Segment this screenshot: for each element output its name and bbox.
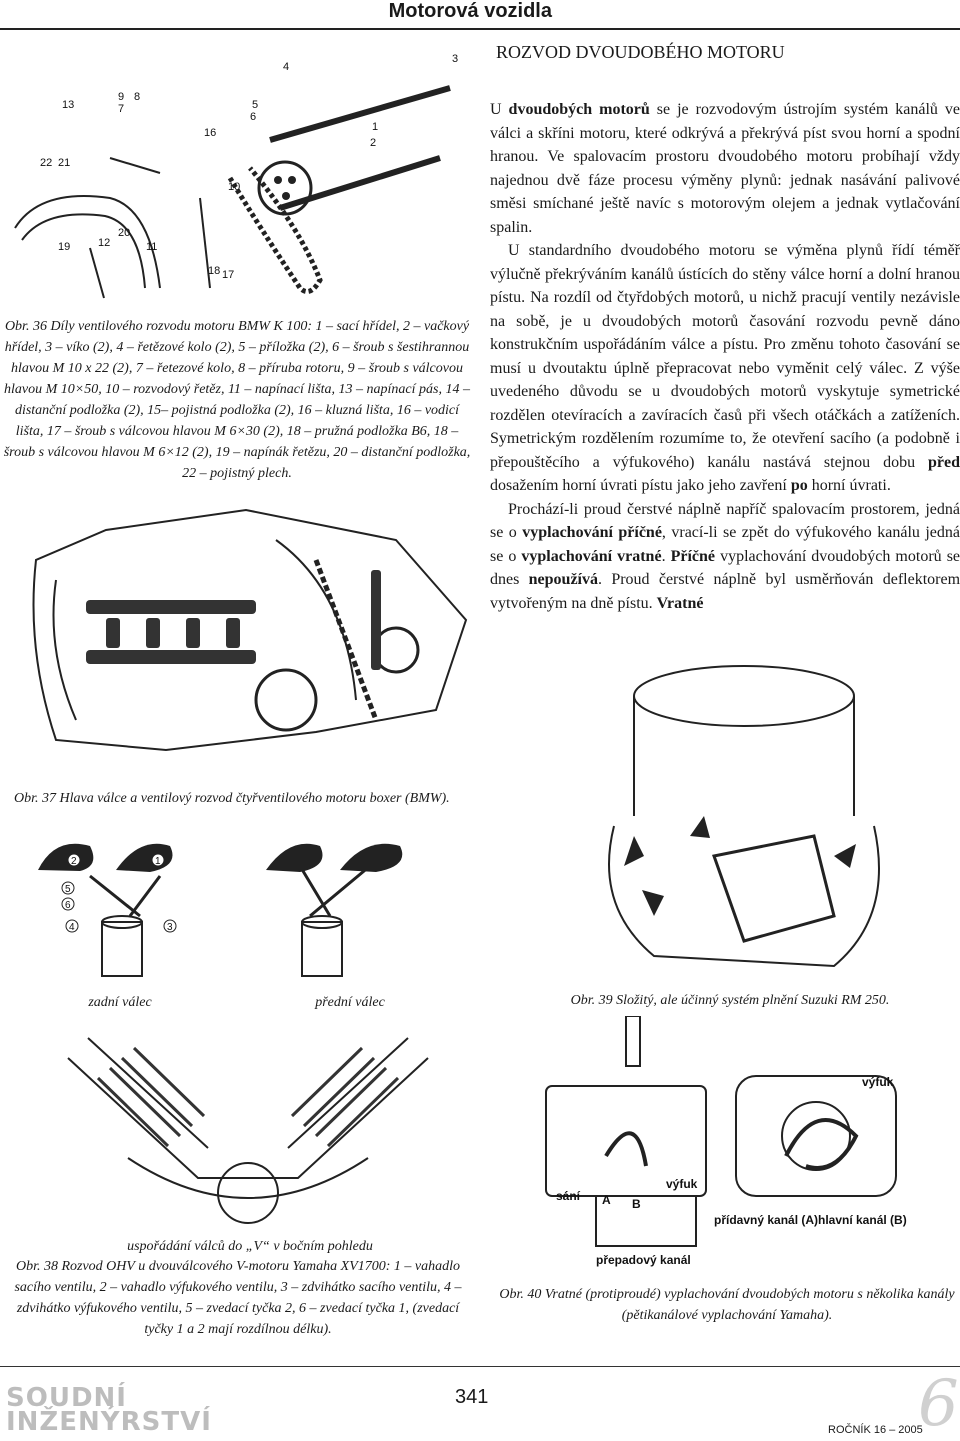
fig36-label: 7: [118, 103, 124, 115]
fig40-drawing: výfuk výfuk sání A B přídavný kanál (A) …: [545, 1016, 907, 1267]
fig40-label-hlavni: hlavní kanál (B): [818, 1213, 907, 1227]
issue-number: 6: [918, 1367, 959, 1441]
fig38-sub-right: přední válec: [315, 995, 385, 1010]
paragraph-1: U dvoudobých motorů se je rozvodovým úst…: [490, 101, 960, 236]
fig38-caption: Obr. 38 Rozvod OHV u dvouválcového V-mot…: [14, 1259, 462, 1337]
fig36-label: 6: [250, 111, 256, 123]
fig36-label: 9: [118, 91, 124, 103]
header-rule: [0, 28, 960, 30]
fig40-label-b: B: [632, 1197, 641, 1211]
article-body: U dvoudobých motorů se je rozvodovým úst…: [490, 98, 960, 615]
fig40-caption: Obr. 40 Vratné (protiproudé) vyplachován…: [499, 1287, 955, 1323]
fig38-sub-bottom: uspořádání válců do „V“ v bočním pohledu: [127, 1239, 373, 1254]
journal-logo: SOUDNÍ INŽENÝRSTVÍ: [6, 1383, 212, 1437]
fig36-label: 5: [252, 99, 258, 111]
fig38-marker: 4: [69, 922, 75, 933]
fig36-label: 21: [58, 157, 70, 169]
fig36-label: 12: [98, 237, 110, 249]
fig36-drawing: 4 13 9 8 7 5 6 16 3 1 2 10 22 21 12 20 1…: [14, 53, 458, 299]
fig39-drawing: [608, 665, 880, 968]
fig36-label: 3: [452, 53, 458, 65]
fig40-label-sani: sání: [556, 1189, 581, 1203]
fig36-label: 8: [134, 91, 140, 103]
fig40-label-a: A: [602, 1193, 611, 1207]
fig36-label: 16: [204, 127, 216, 139]
fig36-caption: Obr. 36 Díly ventilového rozvodu motoru …: [3, 319, 471, 481]
fig36-label: 1: [372, 121, 378, 133]
fig37-caption: Obr. 37 Hlava válce a ventilový rozvod č…: [14, 791, 450, 806]
fig40-label-vyfuk2: výfuk: [666, 1177, 698, 1191]
fig38-marker: 1: [155, 856, 161, 867]
fig38-marker: 5: [65, 884, 71, 895]
fig37-drawing: [32, 508, 468, 752]
fig36-label: 10: [228, 181, 240, 193]
fig36-label: 17: [222, 269, 234, 281]
chain-guide: [14, 195, 161, 289]
paragraph-2: U standardního dvoudobého motoru se výmě…: [490, 242, 960, 494]
fig40-label-prepadovy: přepadový kanál: [596, 1253, 691, 1267]
paragraph-3: Prochází-li proud čerstvé náplně napříč …: [490, 500, 960, 612]
fig40-label-vyfuk: výfuk: [862, 1075, 894, 1089]
fig36-label: 22: [40, 157, 52, 169]
fig36-label: 19: [58, 241, 70, 253]
fig36-label: 18: [208, 265, 220, 277]
fig38-engine-drawing: [67, 1037, 429, 1224]
fig36-label: 4: [283, 61, 289, 73]
fig36-label: 11: [146, 241, 157, 253]
fig38-sub-left: zadní válec: [88, 995, 152, 1010]
section-title: ROZVOD DVOUDOBÉHO MOTORU: [496, 42, 785, 62]
fig36-label: 13: [62, 99, 74, 111]
page-number: 341: [455, 1386, 489, 1408]
fig38-marker: 3: [167, 922, 173, 933]
fig38-schematic: 2 1 5 6 4 3: [38, 843, 403, 977]
fig39-caption: Obr. 39 Složitý, ale účinný systém plněn…: [570, 993, 890, 1008]
fig38-marker: 6: [65, 900, 71, 911]
running-header: Motorová vozidla: [388, 0, 552, 22]
footer-rule: [0, 1366, 960, 1367]
fig40-label-pridavny: přídavný kanál (A): [714, 1213, 818, 1227]
fig36-label: 20: [118, 227, 130, 239]
volume-year: ROČNÍK 16 – 2005: [828, 1424, 923, 1436]
fig38-marker: 2: [71, 856, 77, 867]
fig36-label: 2: [370, 137, 376, 149]
